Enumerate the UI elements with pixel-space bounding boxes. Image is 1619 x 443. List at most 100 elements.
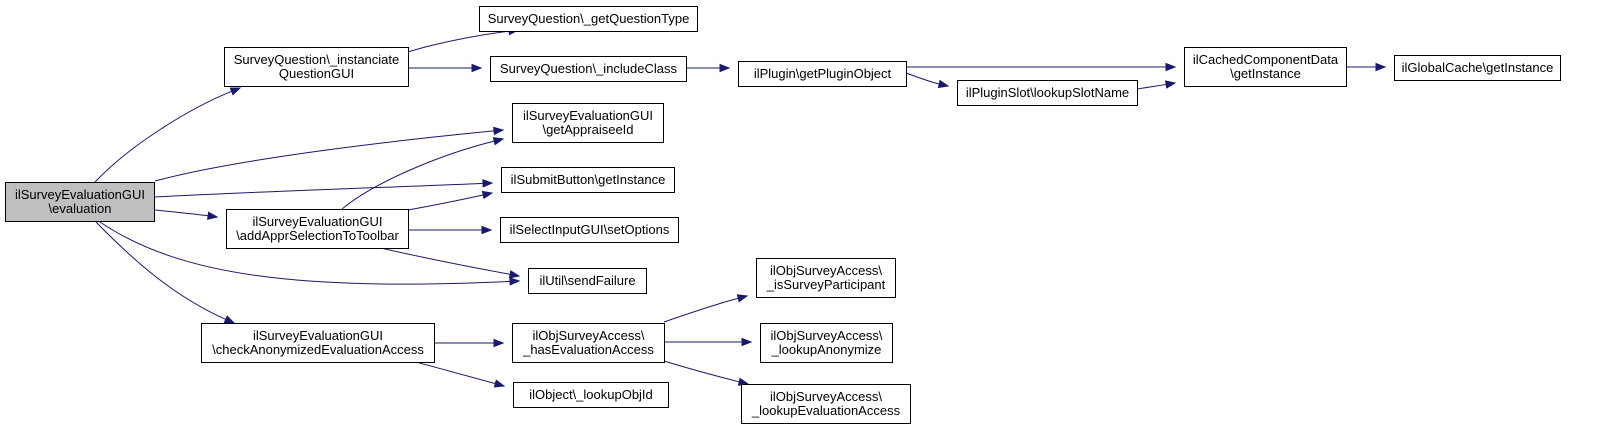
edge-line (95, 221, 227, 321)
edge-hasEvalAccess-to-lookupEvalAccess (663, 360, 750, 386)
arrow-head-icon (937, 79, 950, 89)
edge-line (154, 182, 485, 198)
edge-addAppr-to-submitButton (407, 190, 494, 211)
node-label-line: \getInstance (1230, 66, 1301, 81)
edge-line (341, 140, 496, 210)
edge-hasEvalAccess-to-isParticipant (663, 294, 749, 323)
node-label-line: SurveyQuestion\_includeClass (500, 61, 678, 76)
node-label-line: \getAppraiseeId (542, 122, 633, 137)
node-label-line: ilPluginSlot\lookupSlotName (966, 85, 1129, 100)
node-sendFailure[interactable]: ilUtil\sendFailure (528, 268, 647, 294)
node-checkAnon[interactable]: ilSurveyEvaluationGUI\checkAnonymizedEva… (201, 323, 435, 363)
node-box (5, 182, 155, 222)
node-label-line: ilPlugin\getPluginObject (754, 66, 892, 81)
node-label-line: _isSurveyParticipant (766, 277, 886, 292)
arrow-head-icon (207, 211, 219, 220)
arrow-head-icon (471, 63, 483, 73)
nodes-layer: ilSurveyEvaluationGUI\evaluationSurveyQu… (5, 6, 1561, 424)
edge-line (154, 130, 496, 182)
node-lookupObjId[interactable]: ilObject\_lookupObjId (513, 382, 669, 408)
node-label-line: SurveyQuestion\_getQuestionType (488, 11, 690, 26)
arrow-head-icon (493, 338, 505, 348)
node-getAppraiseeId[interactable]: ilSurveyEvaluationGUI\getAppraiseeId (512, 103, 664, 143)
node-lookupSlotName[interactable]: ilPluginSlot\lookupSlotName (957, 80, 1138, 106)
arrow-head-icon (736, 294, 749, 303)
arrow-head-icon (1165, 62, 1177, 72)
edge-lookupSlotName-to-cachedGetInstance (1136, 80, 1177, 90)
node-label-line: \addApprSelectionToToolbar (236, 228, 399, 243)
node-label-line: ilObject\_lookupObjId (529, 387, 653, 402)
edge-instanciate-to-includeClass (408, 63, 483, 73)
edge-line (407, 30, 511, 53)
arrow-head-icon (493, 126, 505, 136)
node-box (760, 323, 893, 363)
node-box (1184, 47, 1347, 87)
node-getPluginObject[interactable]: ilPlugin\getPluginObject (738, 61, 907, 87)
node-includeClass[interactable]: SurveyQuestion\_includeClass (490, 56, 687, 82)
edge-getPluginObject-to-lookupSlotName (905, 72, 950, 89)
edge-checkAnon-to-hasEvalAccess (434, 338, 505, 348)
node-label-line: ilObjSurveyAccess\ (770, 389, 882, 404)
node-cachedGetInstance[interactable]: ilCachedComponentData\getInstance (1184, 47, 1347, 87)
node-addAppr[interactable]: ilSurveyEvaluationGUI\addApprSelectionTo… (226, 209, 409, 249)
node-setOptions[interactable]: ilSelectInputGUI\setOptions (500, 217, 679, 243)
arrow-head-icon (223, 315, 236, 324)
node-hasEvalAccess[interactable]: ilObjSurveyAccess\_hasEvaluationAccess (512, 323, 665, 363)
edge-cachedGetInstance-to-globalCache (1346, 62, 1387, 72)
node-label-line: ilSurveyEvaluationGUI (253, 328, 383, 343)
arrow-head-icon (492, 137, 505, 146)
edge-line (375, 246, 512, 276)
arrow-head-icon (1375, 62, 1387, 72)
arrow-head-icon (481, 225, 493, 235)
node-label-line: _lookupAnonymize (771, 342, 882, 357)
node-box (738, 61, 907, 87)
node-label-line: ilSurveyEvaluationGUI (15, 187, 145, 202)
node-label-line: ilSurveyEvaluationGUI (252, 214, 382, 229)
node-isParticipant[interactable]: ilObjSurveyAccess\_isSurveyParticipant (756, 258, 896, 298)
edge-hasEvalAccess-to-lookupAnon (663, 337, 753, 347)
node-box (756, 258, 896, 298)
arrow-head-icon (493, 379, 506, 388)
node-evaluation[interactable]: ilSurveyEvaluationGUI\evaluation (5, 182, 155, 222)
node-box (479, 6, 698, 32)
edge-line (407, 194, 485, 211)
edge-checkAnon-to-lookupObjId (415, 361, 506, 388)
node-label-line: \evaluation (49, 201, 112, 216)
arrow-head-icon (482, 179, 494, 188)
node-lookupEvalAccess[interactable]: ilObjSurveyAccess\_lookupEvaluationAcces… (741, 384, 911, 424)
arrow-head-icon (481, 190, 494, 200)
node-label-line: ilSelectInputGUI\setOptions (510, 222, 670, 237)
node-label-line: QuestionGUI (279, 66, 354, 81)
edge-evaluation-to-submitButton (154, 179, 494, 198)
arrow-head-icon (509, 277, 521, 286)
edge-line (1136, 83, 1168, 90)
node-box (490, 56, 687, 82)
edge-includeClass-to-getPluginObject (686, 63, 731, 73)
node-label-line: ilCachedComponentData (1193, 52, 1339, 67)
node-box (512, 103, 664, 143)
node-getQuestionType[interactable]: SurveyQuestion\_getQuestionType (479, 6, 698, 32)
node-label-line: ilSubmitButton\getInstance (511, 172, 666, 187)
node-label-line: ilSurveyEvaluationGUI (523, 108, 653, 123)
node-label-line: ilObjSurveyAccess\ (771, 328, 883, 343)
edge-evaluation-to-checkAnon (95, 221, 236, 324)
node-label-line: _lookupEvaluationAccess (751, 403, 901, 418)
node-label-line: ilUtil\sendFailure (539, 273, 635, 288)
edge-addAppr-to-sendFailure (375, 246, 521, 279)
node-box (741, 384, 911, 424)
edge-line (415, 361, 497, 385)
node-box (1394, 55, 1561, 81)
node-box (512, 323, 665, 363)
node-label-line: ilGlobalCache\getInstance (1402, 60, 1554, 75)
arrow-head-icon (741, 337, 753, 347)
arrow-head-icon (1164, 80, 1177, 89)
edge-addAppr-to-setOptions (407, 225, 493, 235)
edge-line (905, 72, 941, 85)
node-lookupAnon[interactable]: ilObjSurveyAccess\_lookupAnonymize (760, 323, 893, 363)
node-globalCache[interactable]: ilGlobalCache\getInstance (1394, 55, 1561, 81)
node-box (957, 80, 1138, 106)
node-submitButton[interactable]: ilSubmitButton\getInstance (501, 167, 675, 193)
edge-evaluation-to-sendFailure (99, 221, 521, 286)
